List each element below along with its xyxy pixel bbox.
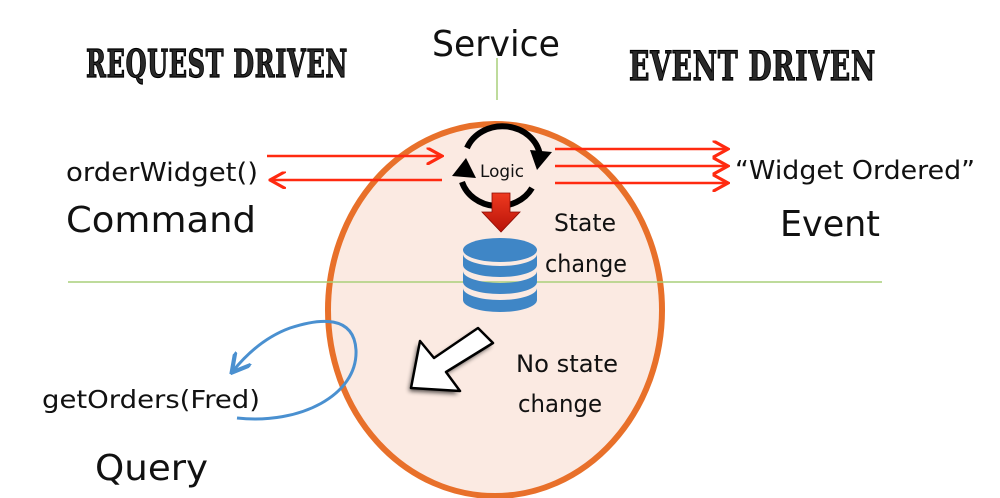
service-heading: Service	[432, 24, 560, 65]
state-change-label-line1: State	[554, 209, 616, 237]
no-state-change-label-line2: change	[518, 390, 602, 418]
event-driven-heading: EVENT DRIVEN	[629, 43, 876, 90]
query-loop-arrow	[233, 319, 358, 421]
no-state-change-label-line1: No state	[516, 350, 618, 378]
command-call-text: orderWidget()	[66, 158, 258, 188]
event-name-text: “Widget Ordered”	[735, 156, 975, 186]
state-change-arrow-icon	[481, 192, 521, 233]
query-call-text: getOrders(Fred)	[42, 385, 260, 414]
logic-label: Logic	[480, 162, 524, 182]
event-label: Event	[780, 204, 880, 245]
no-state-change-arrow-icon	[409, 326, 495, 394]
state-change-label-line2: change	[545, 250, 627, 278]
request-driven-heading: REQUEST DRIVEN	[86, 41, 348, 86]
database-icon	[463, 238, 537, 312]
query-label: Query	[95, 448, 208, 489]
command-label: Command	[66, 200, 256, 241]
